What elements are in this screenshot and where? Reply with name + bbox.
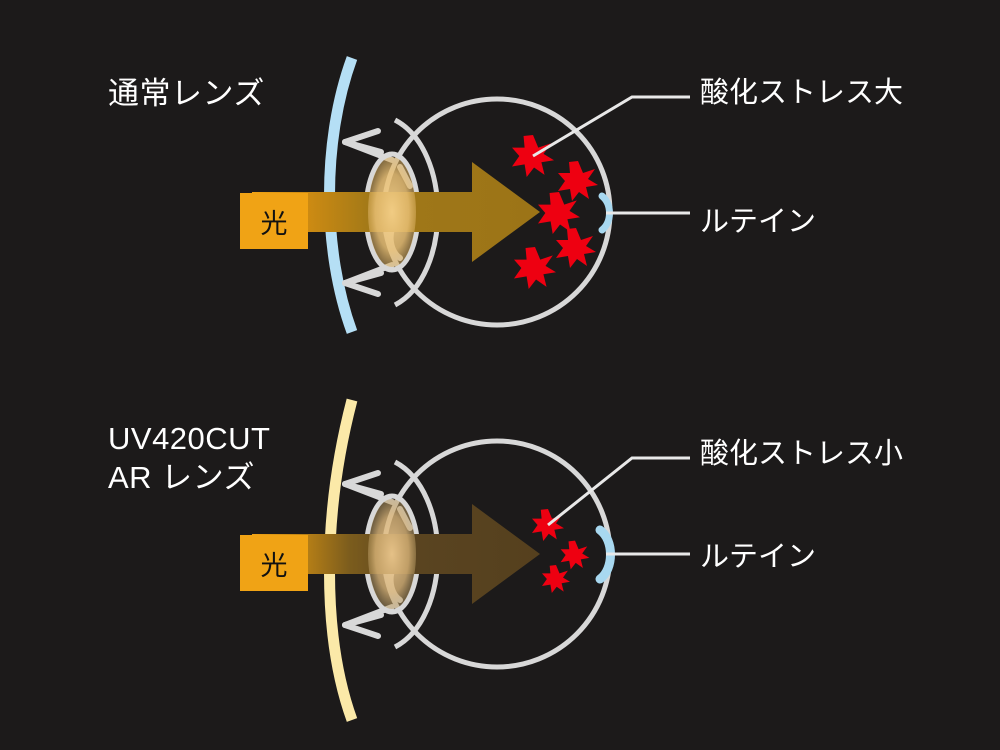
annotation-oxidative-stress-uvcut: 酸化ストレス小 <box>700 438 904 470</box>
panel-uv420cut-ar-lens: UV420CUT AR レンズ <box>0 375 1000 750</box>
ciliary-muscle-upper-c <box>342 139 384 155</box>
stress-burst <box>558 161 598 201</box>
ciliary-muscle-lower-b <box>342 280 381 297</box>
leader-line-stress <box>532 95 690 158</box>
eye-illustration-uvcut <box>252 398 690 722</box>
ciliary-muscle-upper-c <box>342 481 384 497</box>
annotation-lutein-uvcut: ルテイン <box>700 541 817 573</box>
annotation-oxidative-stress-normal: 酸化ストレス大 <box>700 77 904 109</box>
light-source-label-uvcut: 光 <box>240 535 308 591</box>
ciliary-muscle-upper-b <box>342 128 381 145</box>
lens-light-focus <box>368 157 416 267</box>
oxidative-stress-burst-group <box>532 509 590 593</box>
stress-burst <box>538 192 580 234</box>
stress-burst <box>542 565 570 593</box>
panel-normal-lens: 通常レンズ <box>108 56 904 334</box>
ciliary-muscle-lower-c <box>342 612 384 628</box>
eye-illustration-normal <box>252 56 690 334</box>
leader-line-stress <box>547 456 690 527</box>
ciliary-muscle-lower-c <box>342 270 384 286</box>
ciliary-muscle-lower-b <box>342 622 381 639</box>
annotation-lutein-normal: ルテイン <box>700 206 817 238</box>
panel-title-uv420cut-ar-lens: UV420CUT AR レンズ <box>108 421 271 495</box>
lens-light-focus <box>368 499 416 609</box>
stress-burst <box>514 247 556 289</box>
stress-burst <box>560 540 590 570</box>
stress-burst <box>556 228 596 268</box>
panel-title-normal-lens: 通常レンズ <box>108 76 265 111</box>
light-source-label-normal: 光 <box>240 193 308 249</box>
ciliary-muscle-upper-b <box>342 470 381 487</box>
